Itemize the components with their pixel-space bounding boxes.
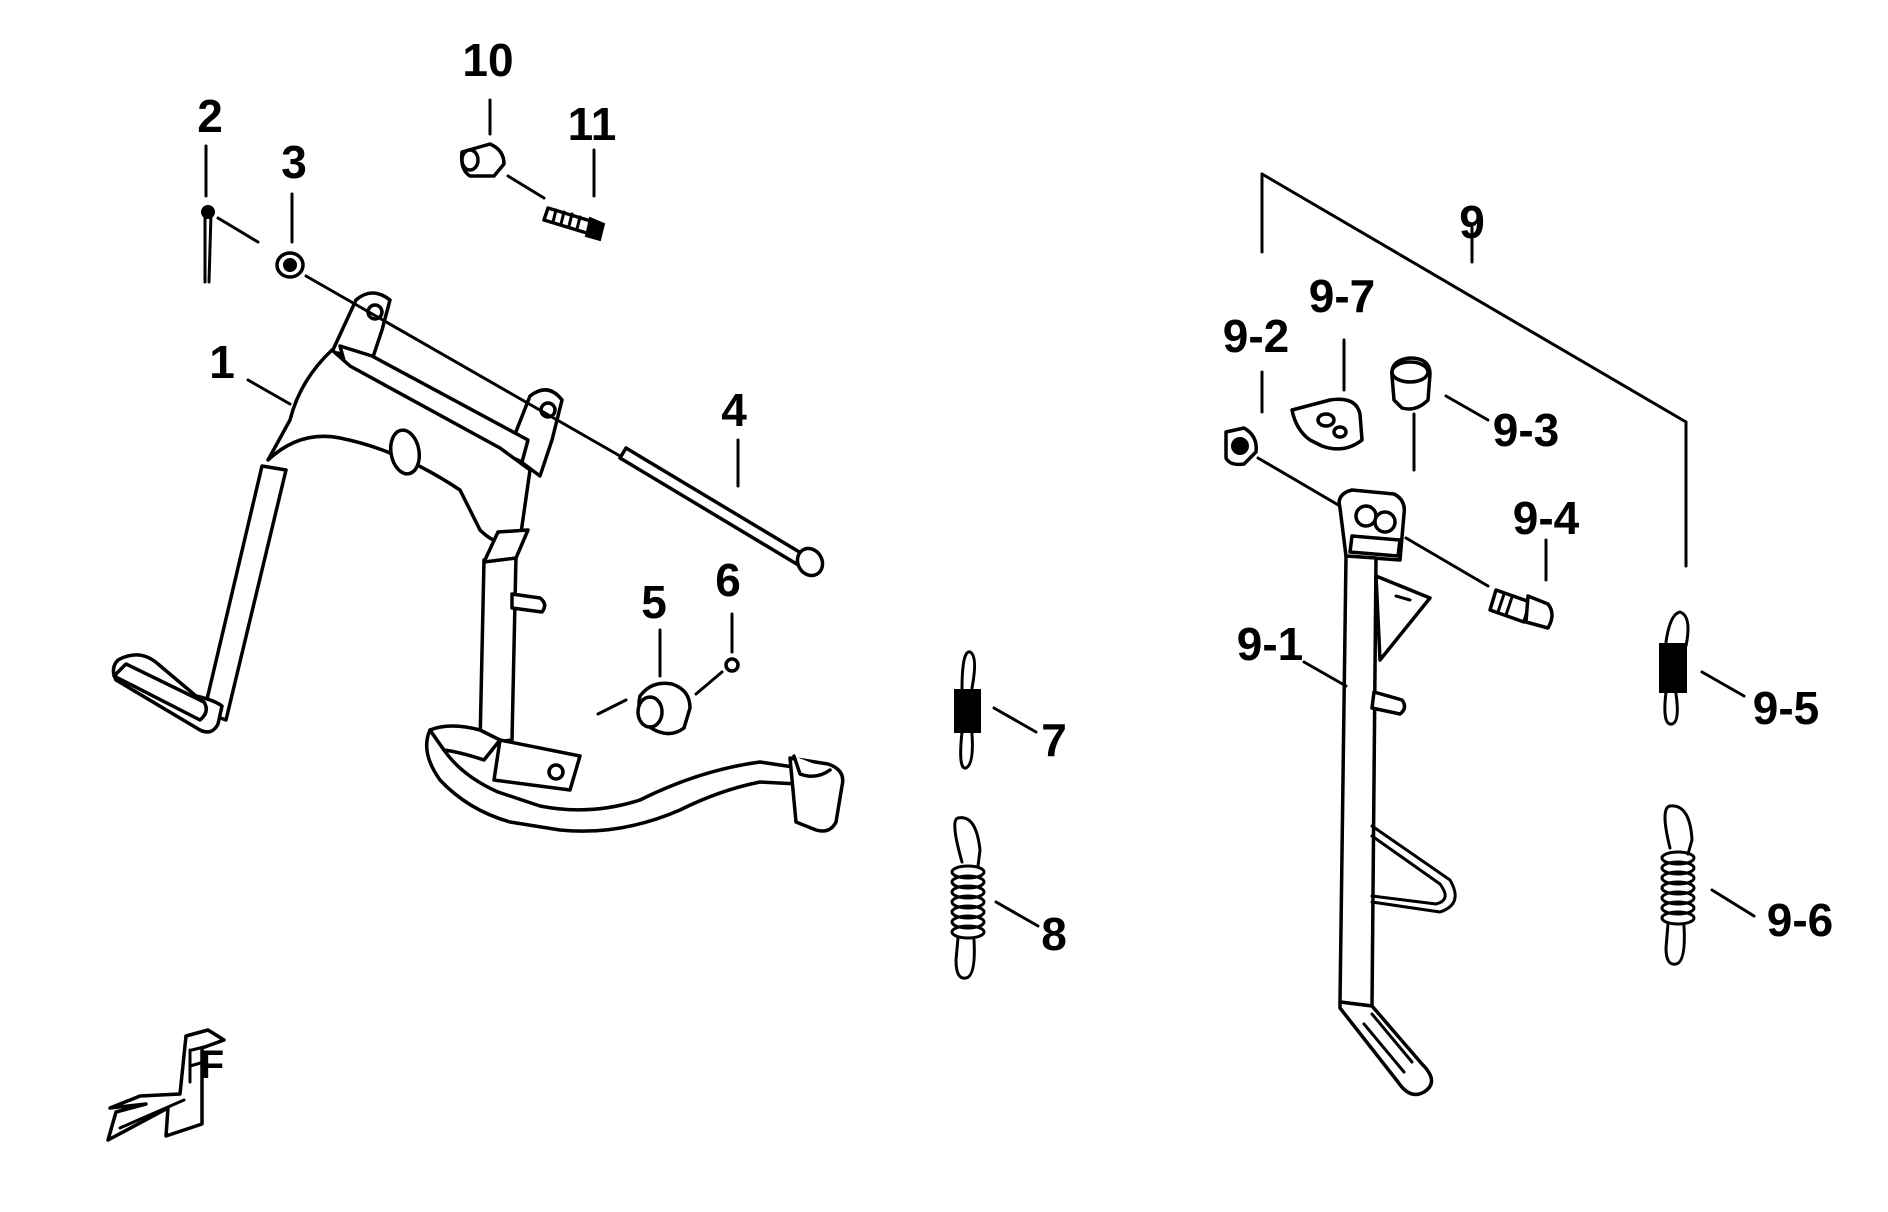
callout-label-3: 3 [281,136,307,188]
callout-label-5: 5 [641,576,667,628]
callout-label-10: 10 [462,34,513,86]
leader-lines [204,98,1756,928]
callout-label-9-7: 9-7 [1309,270,1375,322]
washer-part [275,251,305,279]
callout-label-9-6: 9-6 [1767,894,1833,946]
callout-label-9-3: 9-3 [1493,404,1559,456]
front-letter: F [200,1043,224,1087]
long-spring-9-6-part [1660,804,1696,966]
callout-label-11: 11 [568,98,617,150]
hex-nut-part [1224,426,1258,467]
callout-label-1: 1 [209,336,235,388]
callout-label-9-2: 9-2 [1223,310,1289,362]
side-stand-part [1337,488,1457,1097]
rubber-stopper-part [1390,356,1432,411]
assembly-bracket [1260,172,1688,568]
callout-label-8: 8 [1041,908,1067,960]
bolt-part [542,206,606,242]
callout-label-9: 9 [1459,196,1485,248]
pivot-bolt-part [1488,588,1554,630]
callout-label-9-5: 9-5 [1753,682,1819,734]
cotter-pin-part [201,205,215,284]
stopper-bushing-part [636,681,692,736]
short-spring-part [954,650,981,770]
callout-label-9-1: 9-1 [1237,618,1303,670]
front-direction-arrow-icon [106,1028,226,1142]
main-stand-part [111,291,845,833]
callout-label-9-4: 9-4 [1513,492,1580,544]
callout-label-2: 2 [197,90,223,142]
rubber-cap-part [459,142,506,178]
long-spring-part [950,816,986,980]
callout-label-4: 4 [721,384,747,436]
switch-plate-part [1290,397,1364,451]
callout-label-7: 7 [1041,714,1067,766]
short-spring-9-5-part [1659,610,1690,726]
pivot-shaft-part [618,446,825,578]
callout-label-6: 6 [715,554,741,606]
small-ring-part [724,657,740,673]
